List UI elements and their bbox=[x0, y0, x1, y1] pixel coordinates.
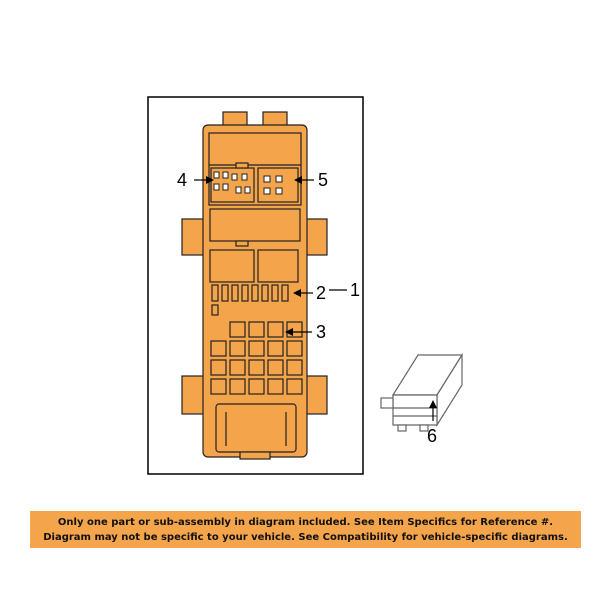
bottom-connector bbox=[215, 403, 297, 453]
disclaimer-line-1: Only one part or sub-assembly in diagram… bbox=[57, 516, 554, 528]
relay-part-6 bbox=[380, 352, 464, 432]
callout-2-arrow-icon bbox=[293, 289, 301, 297]
callout-4-arrow-icon bbox=[206, 176, 214, 184]
maxi-fuse-left bbox=[209, 249, 255, 283]
leader-arrowheads bbox=[206, 176, 437, 408]
callout-6: 6 bbox=[427, 426, 437, 446]
disclaimer-line-2: Diagram may not be specific to your vehi… bbox=[43, 531, 568, 543]
callout-5: 5 bbox=[318, 170, 328, 190]
callout-2: 2 bbox=[316, 283, 326, 303]
diagram-frame bbox=[147, 96, 364, 475]
callout-5-arrow-icon bbox=[294, 176, 302, 184]
relay-module-5 bbox=[257, 167, 299, 203]
disclaimer-banner: Only one part or sub-assembly in diagram… bbox=[30, 511, 581, 548]
callout-3-arrow-icon bbox=[285, 328, 293, 336]
callout-4: 4 bbox=[177, 170, 187, 190]
fuse-box-assembly bbox=[181, 111, 328, 460]
maxi-fuse-right bbox=[257, 249, 299, 283]
mini-fuse-row bbox=[211, 284, 289, 316]
callout-6-arrow-icon bbox=[429, 400, 437, 408]
callout-1: 1 bbox=[350, 280, 360, 300]
fuse-bar bbox=[209, 208, 301, 242]
callout-3: 3 bbox=[316, 322, 326, 342]
